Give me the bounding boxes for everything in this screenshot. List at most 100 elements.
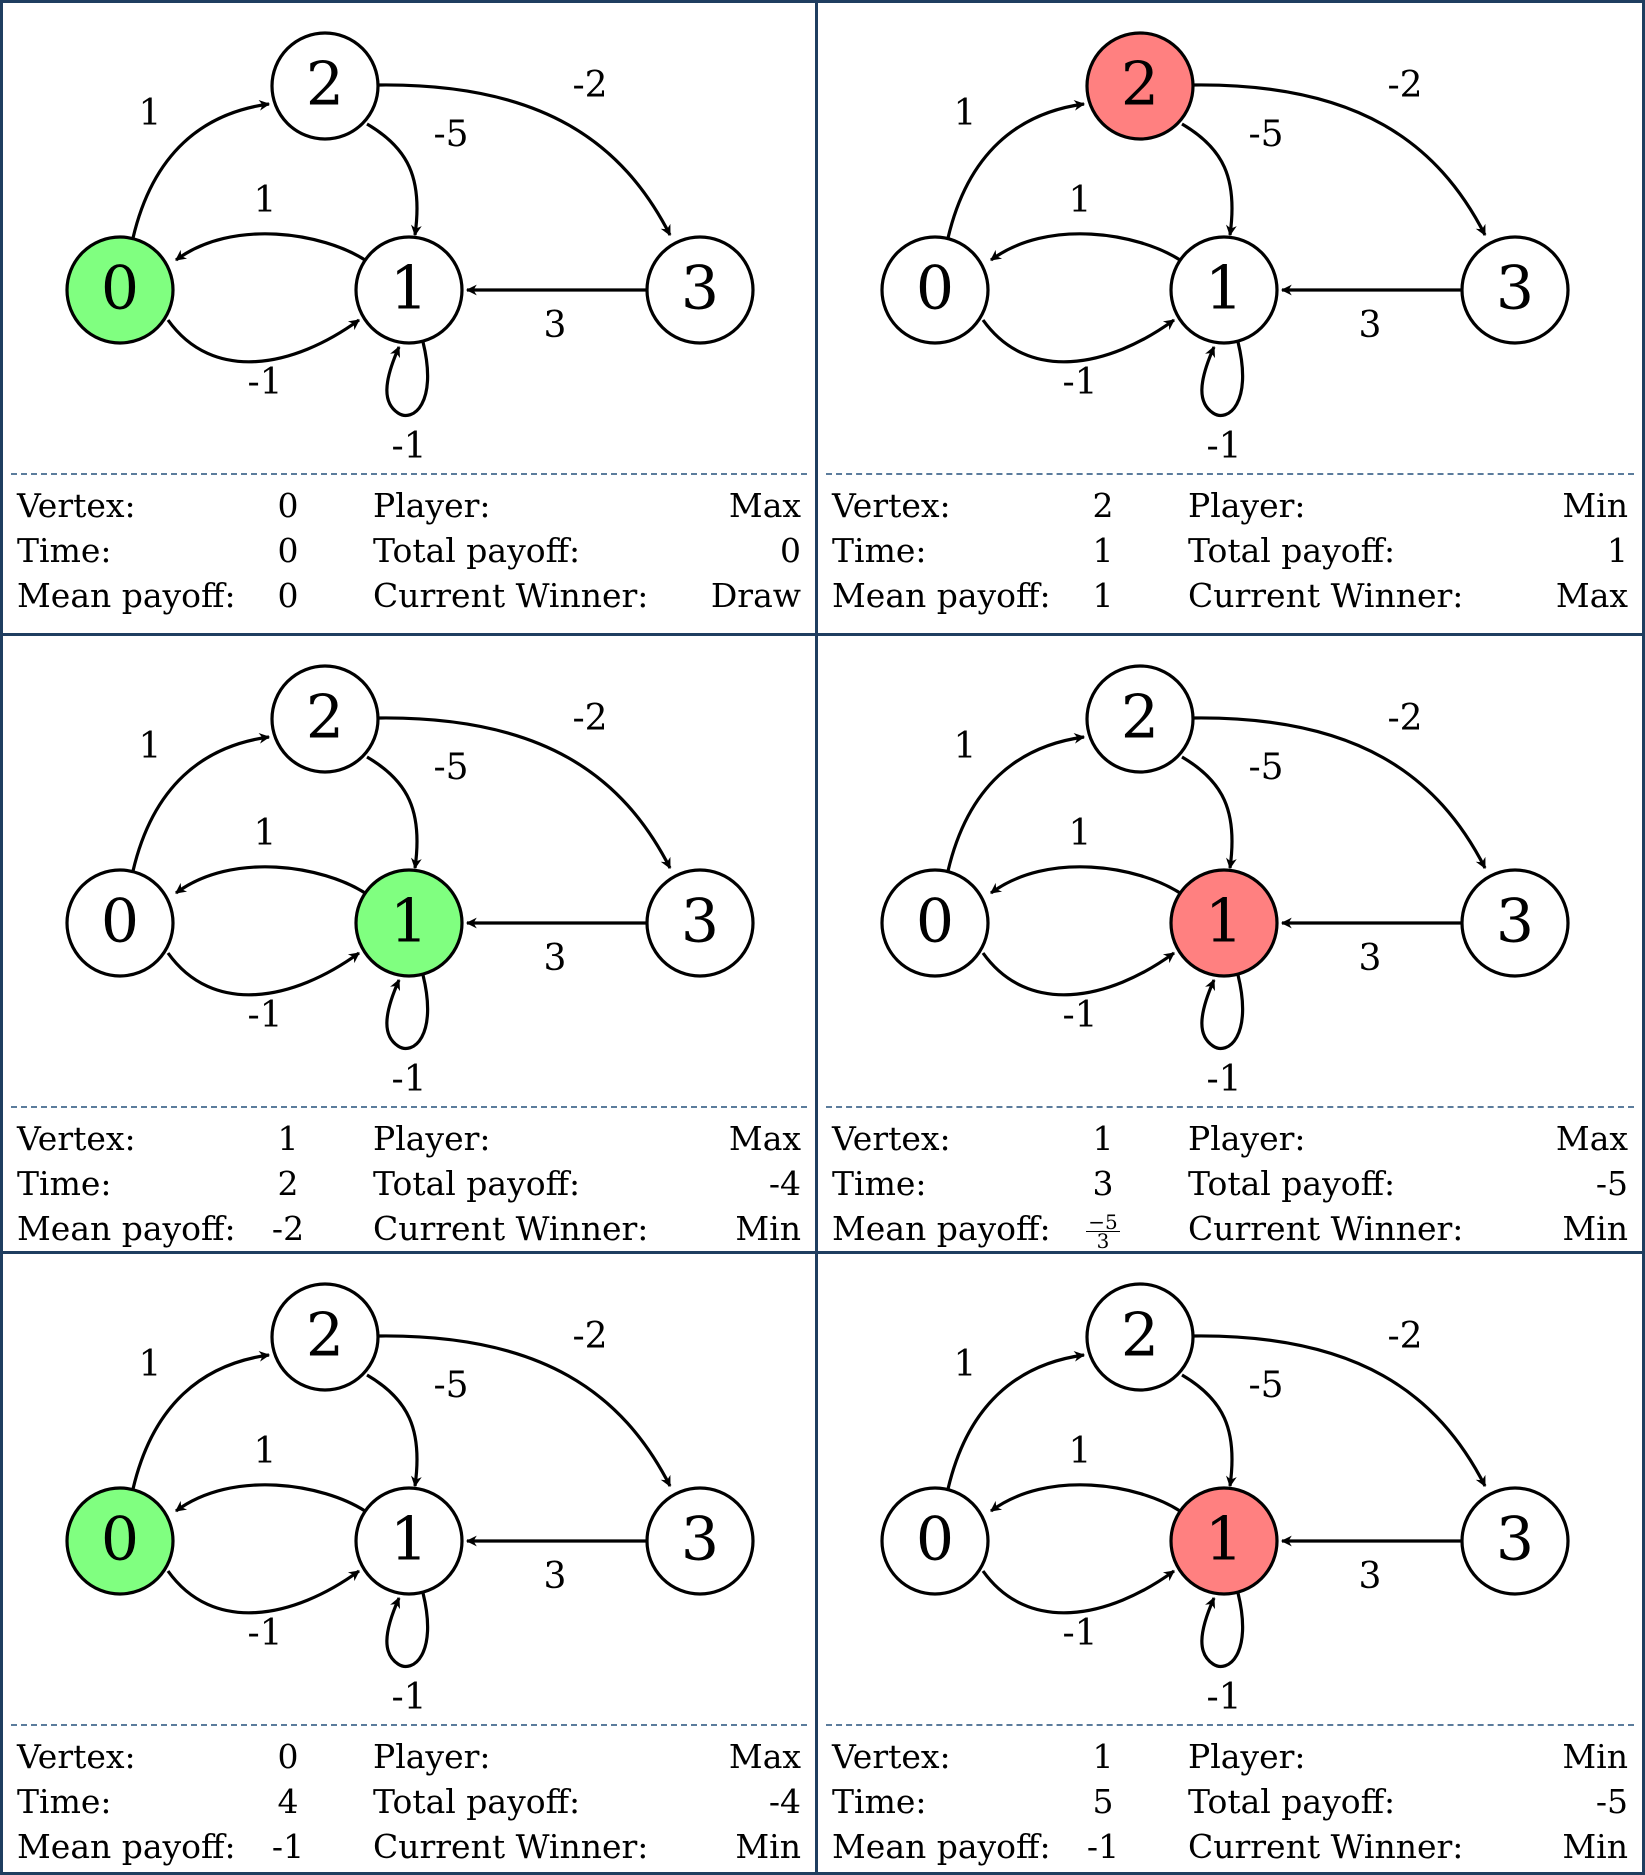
fraction-denominator: 3 bbox=[1096, 1228, 1110, 1253]
edge-weight-2-3: -2 bbox=[572, 1316, 607, 1357]
mean-payoff-label: Mean payoff: bbox=[832, 1209, 1051, 1248]
edge-weight-3-1: 3 bbox=[1359, 305, 1382, 346]
vertex-1 bbox=[354, 235, 464, 345]
vertex-value: 0 bbox=[277, 1737, 299, 1776]
edge-weight-1-0: 1 bbox=[254, 1431, 277, 1472]
edge-weight-0-2: 1 bbox=[954, 726, 977, 767]
vertex-0 bbox=[880, 1486, 990, 1596]
edge-0-1 bbox=[166, 318, 360, 364]
mean-payoff-value: 1 bbox=[1092, 576, 1114, 615]
edge-2-1 bbox=[366, 1373, 422, 1488]
vertex-1 bbox=[1169, 235, 1279, 345]
vertex-label-0: 0 bbox=[101, 1505, 139, 1575]
mean-payoff-label: Mean payoff: bbox=[832, 1827, 1051, 1866]
edge-1-0 bbox=[990, 1483, 1181, 1513]
edge-0-2 bbox=[131, 732, 271, 872]
vertex-label-2: 2 bbox=[306, 50, 344, 120]
current-winner-value: Min bbox=[1562, 1209, 1628, 1248]
edge-1-1 bbox=[385, 1592, 430, 1669]
vertex-label-3: 3 bbox=[681, 254, 719, 324]
edge-0-2 bbox=[131, 1350, 271, 1490]
edge-2-3 bbox=[377, 83, 672, 236]
total-payoff-label: Total payoff: bbox=[373, 1164, 581, 1203]
info-separator bbox=[11, 1106, 807, 1108]
vertex-value: 1 bbox=[1092, 1119, 1114, 1158]
vertex-value: 1 bbox=[1092, 1737, 1114, 1776]
vertex-value: 0 bbox=[277, 486, 299, 525]
vertex-1 bbox=[354, 868, 464, 978]
edge-weight-2-1: -5 bbox=[433, 114, 468, 155]
time-label: Time: bbox=[832, 531, 927, 570]
current-winner-label: Current Winner: bbox=[373, 576, 649, 615]
vertex-0 bbox=[880, 235, 990, 345]
vertex-value: 2 bbox=[1092, 486, 1114, 525]
edge-1-1 bbox=[1200, 1592, 1245, 1669]
edge-weight-0-2: 1 bbox=[139, 1344, 162, 1385]
total-payoff-label: Total payoff: bbox=[373, 531, 581, 570]
edge-weight-0-2: 1 bbox=[139, 726, 162, 767]
vertex-3 bbox=[1460, 1486, 1570, 1596]
vertex-label-3: 3 bbox=[681, 1505, 719, 1575]
vertex-label: Vertex: bbox=[832, 1737, 951, 1776]
total-payoff-value: -4 bbox=[768, 1782, 801, 1821]
edge-weight-2-3: -2 bbox=[1387, 1316, 1422, 1357]
edge-0-2 bbox=[946, 1350, 1086, 1490]
vertex-label: Vertex: bbox=[17, 486, 136, 525]
edge-2-3 bbox=[1192, 83, 1487, 236]
edge-weight-1-1: -1 bbox=[391, 1059, 426, 1100]
vertex-label-0: 0 bbox=[101, 254, 139, 324]
edge-0-1 bbox=[166, 1569, 360, 1615]
total-payoff-label: Total payoff: bbox=[1188, 1782, 1396, 1821]
current-winner-label: Current Winner: bbox=[373, 1827, 649, 1866]
edge-1-1 bbox=[1200, 974, 1245, 1051]
mean-payoff-value: -1 bbox=[271, 1827, 305, 1866]
vertex-1 bbox=[1169, 1486, 1279, 1596]
vertex-label-1: 1 bbox=[1205, 887, 1243, 957]
vertex-3 bbox=[1460, 868, 1570, 978]
edge-weight-1-1: -1 bbox=[391, 1677, 426, 1718]
edge-0-2 bbox=[946, 99, 1086, 239]
edge-weight-0-1: -1 bbox=[247, 362, 282, 403]
edge-1-1 bbox=[1200, 341, 1245, 418]
edge-weight-0-2: 1 bbox=[954, 1344, 977, 1385]
edge-weight-1-1: -1 bbox=[391, 426, 426, 467]
vertex-label-2: 2 bbox=[1121, 1301, 1159, 1371]
vertex-2 bbox=[1085, 1282, 1195, 1392]
edge-1-1 bbox=[385, 341, 430, 418]
edge-1-1 bbox=[385, 974, 430, 1051]
vertex-2 bbox=[1085, 664, 1195, 774]
edge-weight-1-0: 1 bbox=[1069, 1431, 1092, 1472]
player-value: Max bbox=[728, 1737, 801, 1776]
player-label: Player: bbox=[373, 486, 491, 525]
vertex-label-2: 2 bbox=[1121, 683, 1159, 753]
edge-1-0 bbox=[175, 865, 366, 895]
time-value: 3 bbox=[1092, 1164, 1114, 1203]
current-winner-label: Current Winner: bbox=[1188, 576, 1464, 615]
current-winner-label: Current Winner: bbox=[373, 1209, 649, 1248]
mean-payoff-label: Mean payoff: bbox=[17, 1827, 236, 1866]
edge-2-3 bbox=[1192, 716, 1487, 869]
current-winner-value: Draw bbox=[710, 576, 801, 615]
vertex-label-2: 2 bbox=[1121, 50, 1159, 120]
mean-payoff-value: 0 bbox=[277, 576, 299, 615]
time-value: 0 bbox=[277, 531, 299, 570]
vertex-1 bbox=[354, 1486, 464, 1596]
total-payoff-value: -5 bbox=[1595, 1782, 1628, 1821]
vertex-label-0: 0 bbox=[916, 254, 954, 324]
vertex-value: 1 bbox=[277, 1119, 299, 1158]
time-label: Time: bbox=[17, 531, 112, 570]
vertex-label-1: 1 bbox=[390, 254, 428, 324]
time-label: Time: bbox=[17, 1782, 112, 1821]
